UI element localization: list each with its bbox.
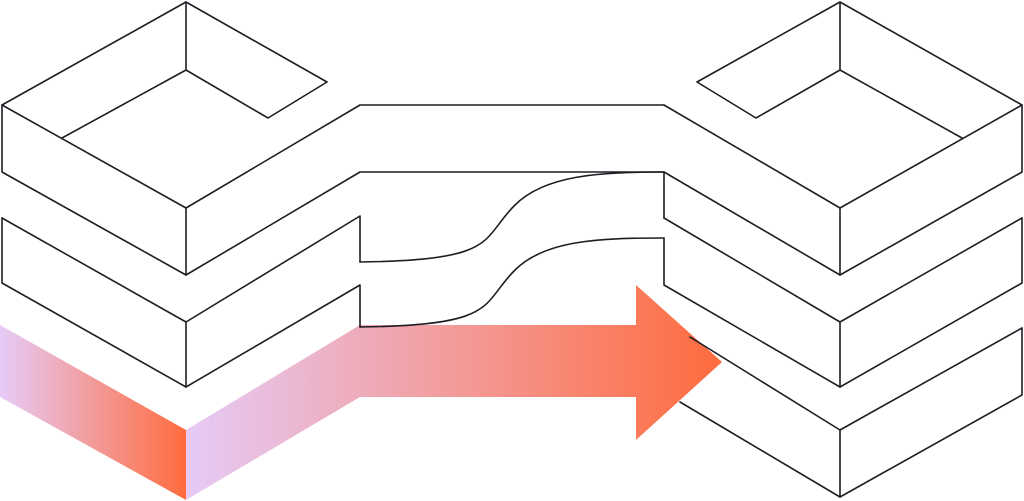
flow-arrow-icon [0,285,722,500]
right-block [663,1,1023,498]
center-connector [359,171,665,328]
arrow-shaft [186,285,722,500]
arrow-left-face [0,325,186,500]
left-block [1,1,665,388]
